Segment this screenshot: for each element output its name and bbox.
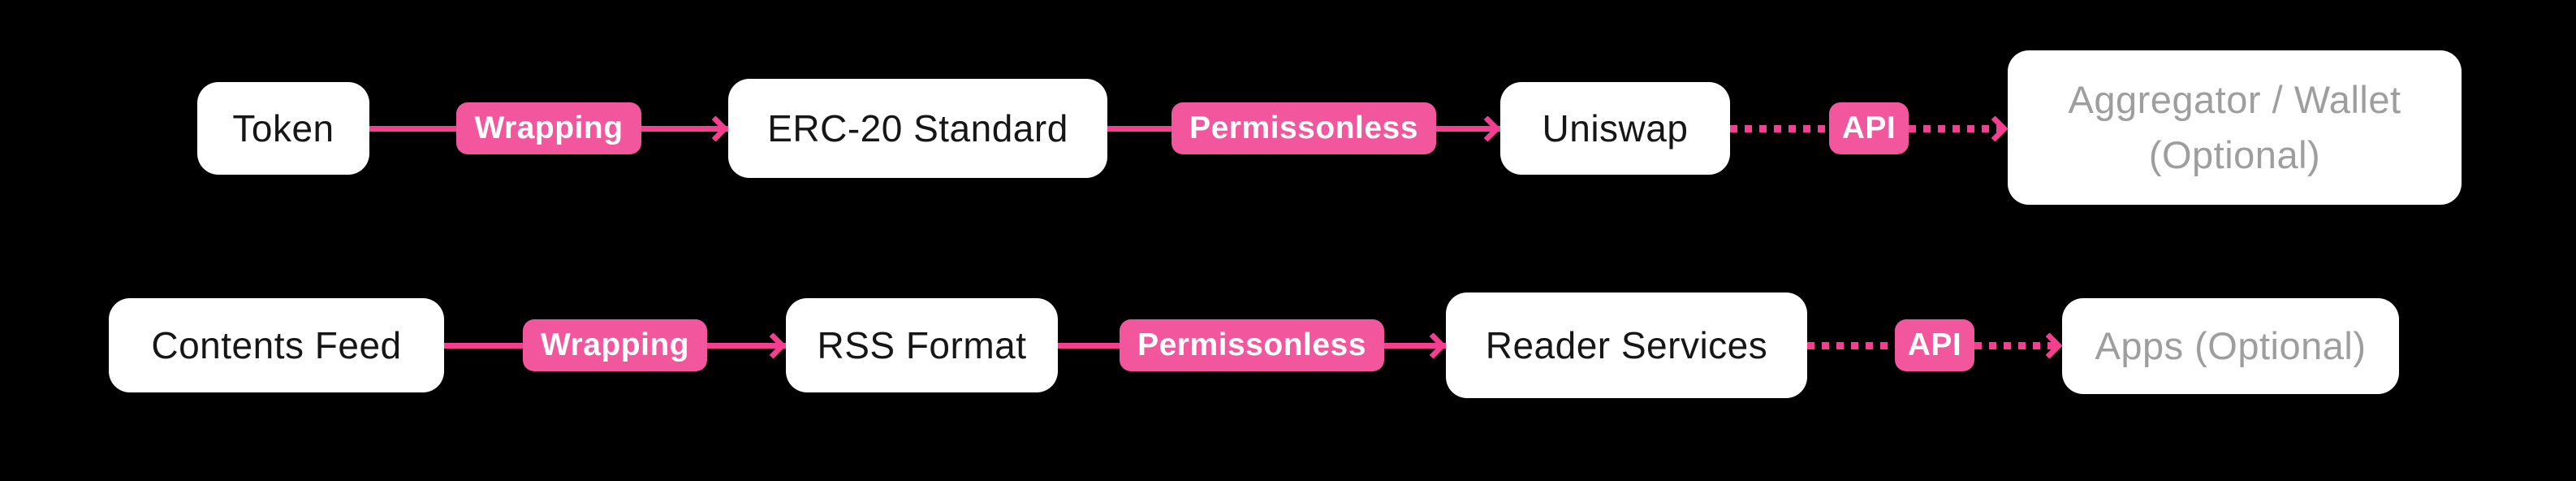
node-rss-format: RSS Format: [786, 298, 1058, 392]
arrow-line: [707, 342, 787, 349]
node-erc20-standard-label: ERC-20 Standard: [767, 107, 1068, 150]
dotted-arrow-uniswap-to-aggregator: API: [1730, 92, 2009, 165]
arrow-line: [641, 125, 729, 132]
arrowhead-icon: [1420, 332, 1447, 359]
arrowhead-icon: [702, 115, 729, 142]
node-erc20-standard: ERC-20 Standard: [728, 79, 1107, 178]
arrowhead-icon: [1982, 115, 2009, 142]
badge-wrapping: Wrapping: [522, 319, 708, 371]
arrow-line: [1107, 125, 1172, 132]
dotted-arrow-line: [1974, 341, 2063, 349]
arrow-line: [1058, 342, 1120, 349]
badge-wrapping: Wrapping: [456, 102, 641, 154]
arrow-erc20-to-uniswap: Permissonless: [1107, 92, 1501, 165]
node-contents-feed: Contents Feed: [109, 298, 444, 392]
dotted-arrow-line: [1730, 124, 1829, 132]
node-uniswap-label: Uniswap: [1542, 107, 1689, 150]
arrow-line: [1435, 125, 1501, 132]
node-token-label: Token: [232, 107, 334, 150]
badge-permissonless: Permissonless: [1171, 102, 1436, 154]
arrow-line: [1383, 342, 1447, 349]
node-reader-services: Reader Services: [1446, 292, 1807, 398]
arrowhead-icon: [1474, 115, 1501, 142]
node-apps-label: Apps (Optional): [2095, 323, 2367, 367]
badge-api: API: [1894, 319, 1975, 371]
arrow-line: [369, 125, 457, 132]
node-uniswap: Uniswap: [1500, 82, 1730, 175]
badge-api: API: [1828, 102, 1909, 154]
arrow-contents-to-rss: Wrapping: [444, 309, 787, 382]
badge-permissonless: Permissonless: [1120, 319, 1384, 371]
node-rss-format-label: RSS Format: [817, 324, 1027, 366]
arrow-rss-to-reader: Permissonless: [1058, 309, 1447, 382]
arrowhead-icon: [760, 332, 787, 359]
dotted-arrow-line: [1807, 341, 1895, 349]
arrowhead-icon: [2036, 332, 2063, 359]
node-aggregator-wallet: Aggregator / Wallet (Optional): [2008, 50, 2462, 205]
arrow-token-to-erc20: Wrapping: [369, 92, 729, 165]
node-token: Token: [197, 82, 369, 175]
dotted-arrow-reader-to-apps: API: [1807, 309, 2063, 382]
node-aggregator-wallet-label: Aggregator / Wallet (Optional): [2068, 77, 2401, 176]
node-contents-feed-label: Contents Feed: [151, 324, 402, 366]
node-apps: Apps (Optional): [2062, 298, 2399, 394]
dotted-arrow-line: [1909, 124, 2009, 132]
arrow-line: [444, 342, 523, 349]
node-reader-services-label: Reader Services: [1485, 324, 1768, 366]
